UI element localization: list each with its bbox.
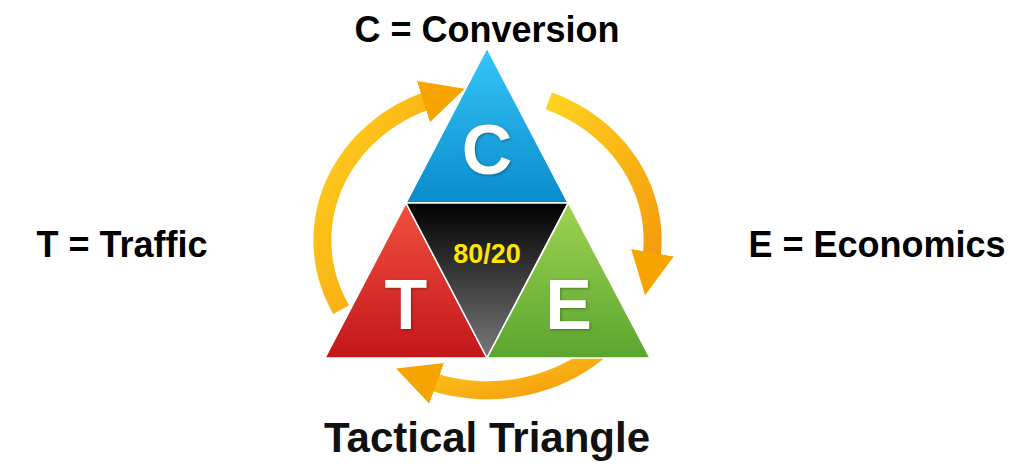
triangle-shape (406, 48, 568, 203)
diagram-title: Tactical Triangle (324, 415, 650, 461)
node-letter: E (545, 270, 592, 340)
axis-label: E = Economics (748, 225, 1005, 265)
conversion-triangle: C (406, 48, 568, 203)
triangle-shape (487, 203, 650, 358)
axis-label: C = Conversion (354, 10, 619, 50)
node-letter: 80/20 (453, 241, 521, 268)
node-letter: C (462, 115, 513, 185)
node-letter: T (385, 270, 428, 340)
economics-triangle: E (487, 203, 650, 358)
axis-label: T = Traffic (36, 225, 207, 265)
